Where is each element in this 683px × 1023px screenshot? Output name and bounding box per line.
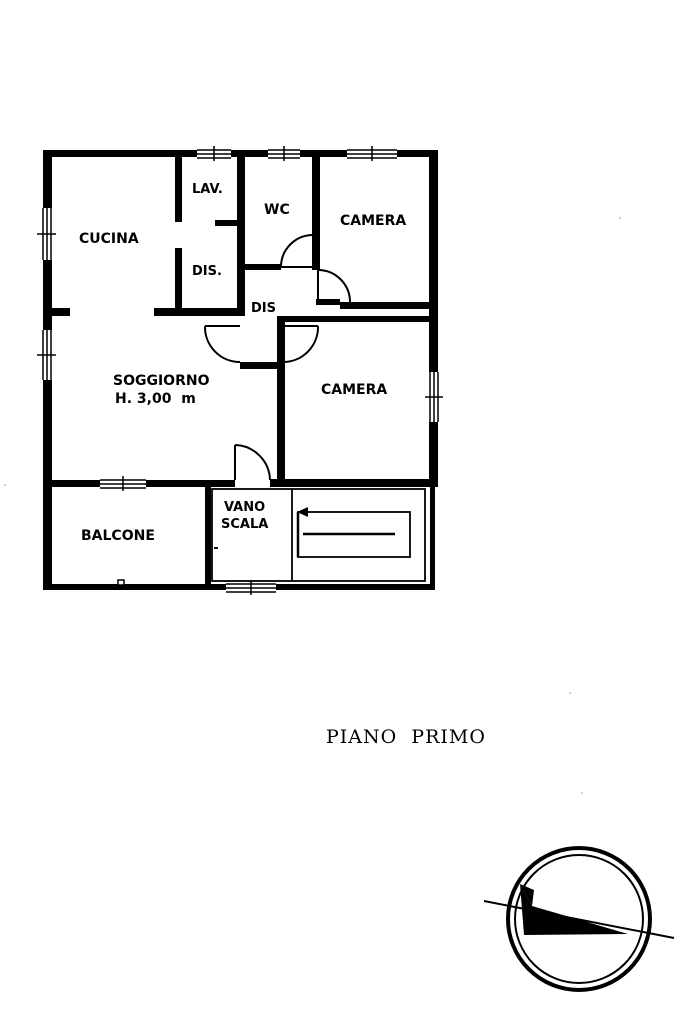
window-right (425, 372, 443, 422)
room-label-dis-upper: DIS. (192, 264, 222, 279)
door-soggiorno (203, 325, 241, 363)
window-top-2 (268, 146, 300, 161)
window-top-3 (347, 146, 397, 161)
room-label-scala: SCALA (221, 517, 268, 532)
room-label-balcone: BALCONE (81, 528, 155, 544)
windows (37, 146, 443, 595)
floor-title: PIANO PRIMO (326, 726, 486, 748)
window-top-1 (197, 146, 231, 161)
room-label-camera-right: CAMERA (321, 382, 387, 398)
doors (203, 234, 351, 481)
room-label-cucina: CUCINA (79, 231, 139, 247)
room-label-camera-top: CAMERA (340, 213, 406, 229)
room-label-soggiorno-height: H. 3,00 m (115, 391, 196, 407)
window-left-1 (37, 208, 56, 260)
room-label-soggiorno: SOGGIORNO (113, 373, 210, 389)
room-label-vano: VANO (224, 500, 265, 515)
window-left-2 (37, 330, 56, 380)
scan-specks (4, 217, 621, 794)
room-label-lav: LAV. (192, 182, 223, 197)
balcony-outline (45, 490, 125, 586)
staircase (211, 488, 426, 582)
door-vano (234, 444, 271, 481)
room-label-dis-center: DIS (251, 301, 276, 316)
door-wc (280, 234, 314, 268)
room-label-wc: WC (264, 202, 290, 218)
north-arrow-icon (483, 846, 675, 992)
door-camera-top (316, 269, 351, 305)
window-balcone (100, 476, 146, 491)
door-camera-right (282, 325, 320, 363)
window-bottom (226, 580, 276, 595)
room-labels: CUCINA LAV. DIS. WC CAMERA DIS SOGGIORNO… (79, 182, 406, 544)
